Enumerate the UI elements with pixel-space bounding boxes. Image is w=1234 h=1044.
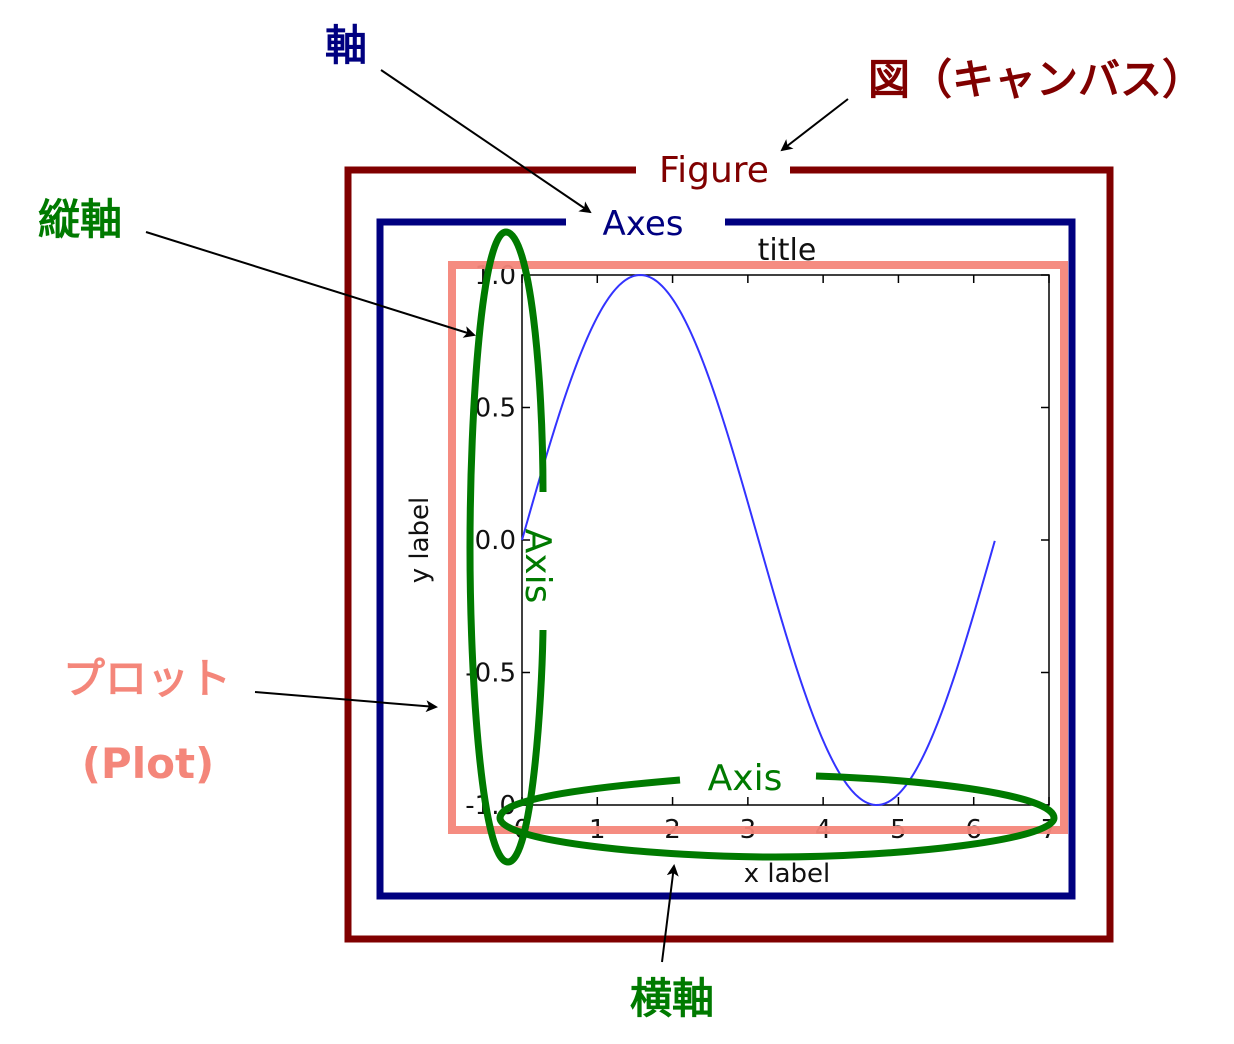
x-axis-ellipse — [496, 772, 1058, 861]
y-axis-arrow — [145, 231, 476, 338]
y-axis-callout: 縦軸 — [38, 195, 122, 244]
figure-frame — [344, 166, 1114, 943]
axes-callout: 軸 — [325, 21, 367, 70]
plot-frame — [448, 261, 1068, 834]
y-axis-callout-text: Axis — [517, 529, 558, 604]
figure-arrow — [780, 98, 849, 152]
y-axis-label: y label — [405, 497, 435, 584]
axes-frame — [376, 218, 1076, 900]
plot-callout-line1: プロット — [63, 654, 231, 703]
plot-arrow — [254, 691, 438, 713]
axes-label: Axes — [603, 204, 684, 244]
figure-callout: 図（キャンバス） — [868, 55, 1204, 104]
x-axis-arrow — [661, 864, 679, 963]
y-tick-label: 0.5 — [475, 394, 516, 424]
series-line — [521, 273, 996, 807]
axes-arrow — [380, 69, 592, 214]
plot-callout-line2: (Plot) — [82, 739, 215, 788]
x-axis-label: x label — [744, 859, 831, 889]
x-axis-callout: 横軸 — [630, 974, 714, 1023]
figure-label: Figure — [659, 150, 769, 191]
plot-background — [521, 274, 1050, 806]
y-tick-label: 0.0 — [475, 526, 516, 556]
x-axis-callout-text: Axis — [708, 758, 783, 799]
